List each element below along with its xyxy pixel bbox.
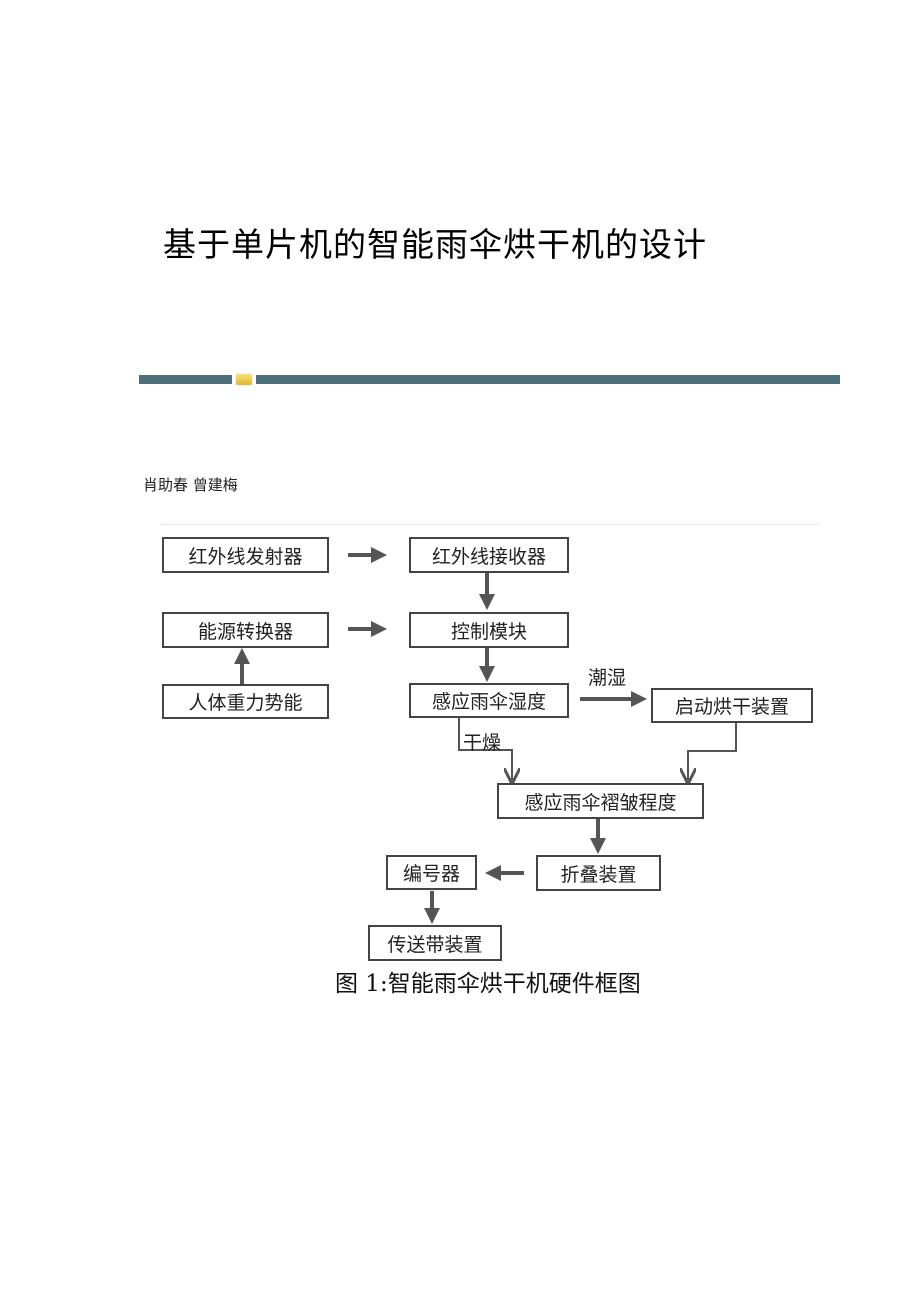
node-gravity-energy: 人体重力势能 [162, 684, 329, 719]
document-title: 基于单片机的智能雨伞烘干机的设计 [163, 225, 707, 264]
node-folding-device: 折叠装置 [536, 855, 661, 891]
node-control-module: 控制模块 [409, 612, 569, 648]
node-numberer: 编号器 [386, 855, 477, 890]
figure-caption: 图 1:智能雨伞烘干机硬件框图 [335, 971, 641, 997]
divider-badge-icon [236, 374, 252, 385]
divider-bar-left [139, 375, 232, 384]
edge-label-dry: 干燥 [463, 732, 502, 754]
node-humidity-sensing: 感应雨伞湿度 [409, 683, 569, 718]
node-wrinkle-sensing: 感应雨伞褶皱程度 [497, 783, 704, 819]
figure-top-border [160, 524, 820, 525]
divider-bar-right [256, 375, 840, 384]
arrow-dry [458, 718, 512, 780]
node-conveyor: 传送带装置 [368, 925, 502, 961]
node-start-drying: 启动烘干装置 [651, 688, 813, 723]
node-energy-converter: 能源转换器 [162, 612, 329, 648]
node-ir-transmitter: 红外线发射器 [162, 537, 329, 573]
node-ir-receiver: 红外线接收器 [409, 537, 569, 573]
arrow-drying-wrinkle [688, 723, 737, 780]
authors: 肖助春 曾建梅 [143, 476, 238, 494]
edge-label-wet: 潮湿 [588, 667, 627, 689]
